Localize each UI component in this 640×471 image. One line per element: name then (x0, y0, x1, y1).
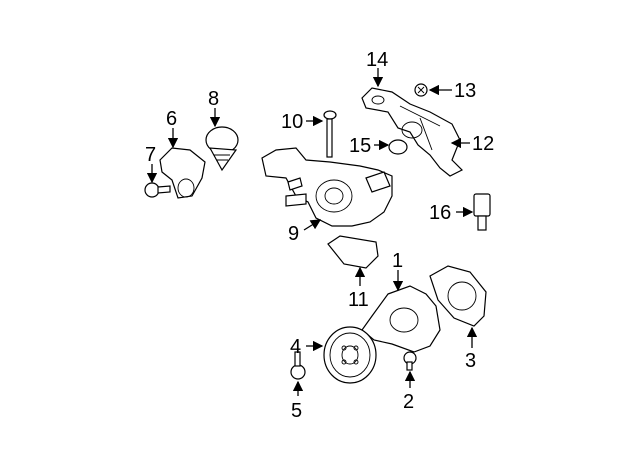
water-pump-part (361, 285, 441, 353)
thermostat-housing-part (261, 147, 393, 227)
callout-3: 3 (465, 350, 476, 372)
callout-10: 10 (281, 111, 303, 133)
thermostat-part (205, 126, 239, 172)
callout-4: 4 (290, 336, 301, 358)
bolt-2-part (403, 351, 417, 371)
bolt-10-part (323, 110, 337, 158)
callout-15: 15 (349, 135, 371, 157)
bolt-13-part (414, 83, 428, 97)
callout-13: 13 (454, 80, 476, 102)
temperature-sensor-part (473, 193, 491, 231)
callout-2: 2 (403, 391, 414, 413)
o-ring-part (388, 139, 408, 155)
callout-14: 14 (366, 49, 388, 71)
callout-8: 8 (208, 88, 219, 110)
bolt-5-part (290, 351, 306, 380)
callout-9: 9 (288, 223, 299, 245)
callout-11: 11 (348, 289, 369, 311)
callout-leaders (146, 68, 478, 396)
pulley-part (323, 326, 377, 384)
callout-5: 5 (291, 400, 302, 422)
callout-12: 12 (472, 133, 494, 155)
housing-cover-part (159, 147, 206, 199)
callout-16: 16 (429, 202, 451, 224)
leader-9 (303, 219, 322, 231)
gasket-3-part (429, 265, 487, 327)
callout-1: 1 (392, 250, 403, 272)
gasket-11-part (327, 235, 379, 269)
bolt-7-part (144, 182, 171, 198)
callout-6: 6 (166, 108, 177, 130)
outlet-pipe-part (361, 87, 464, 177)
callout-7: 7 (145, 144, 156, 166)
